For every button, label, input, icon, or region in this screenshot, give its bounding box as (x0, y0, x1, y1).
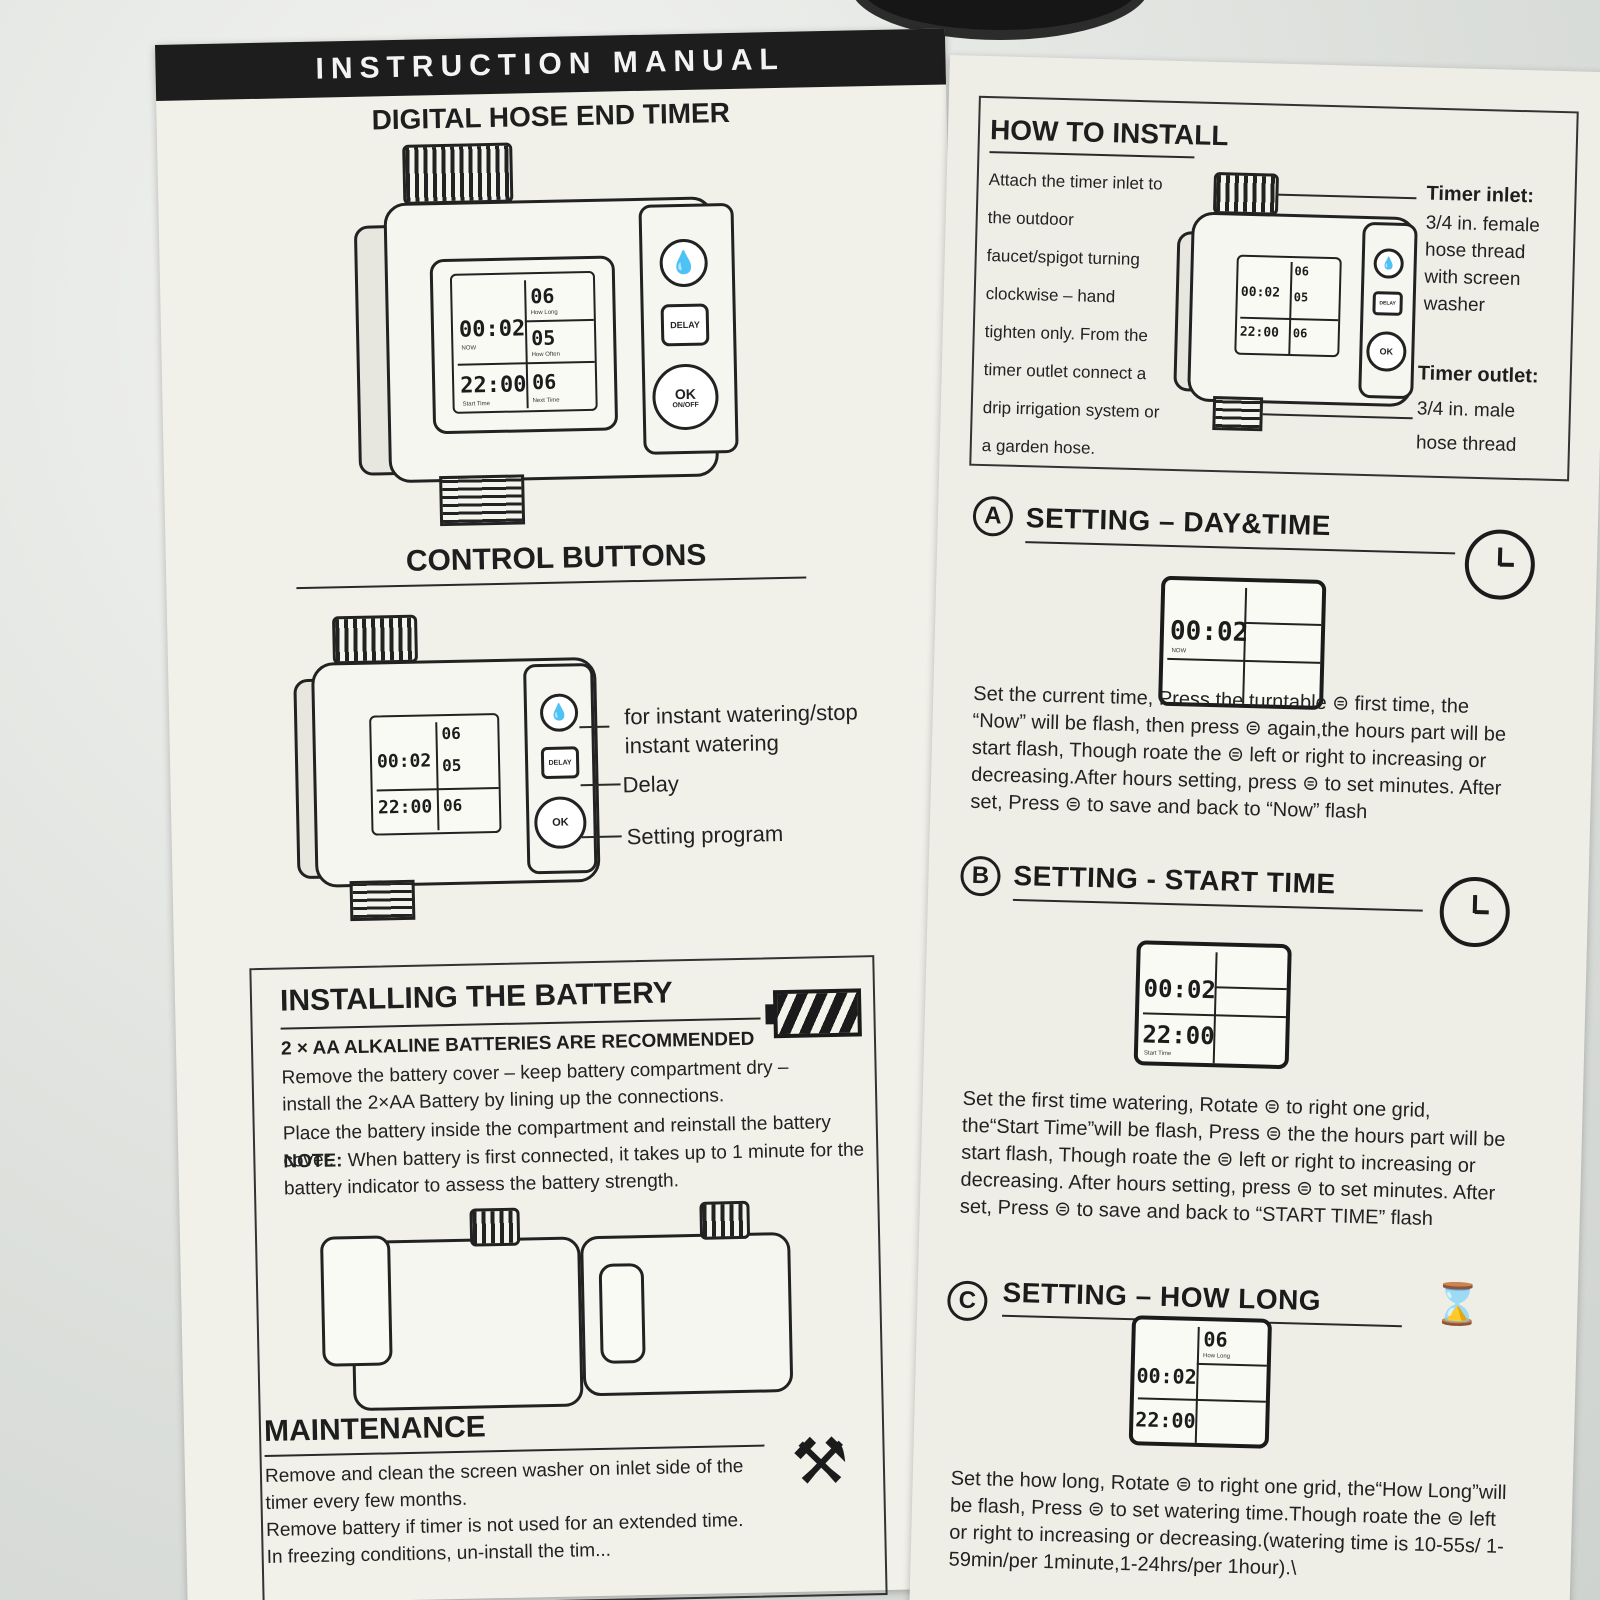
lcd-how-often-label: How Often (531, 351, 560, 359)
water-drop-icon: 💧 (548, 704, 570, 722)
tools-icon: ⚒ (790, 1424, 850, 1498)
lcd-start-time: 22:00 (377, 796, 433, 819)
alarm-clock-icon (1438, 876, 1511, 948)
battery-note-label: NOTE: (283, 1150, 343, 1173)
section-b-title: SETTING - START TIME (1013, 859, 1336, 900)
timer-lcd-install: 00:02 22:00 06 05 06 (1234, 254, 1342, 358)
caption-delay: Delay (622, 771, 680, 798)
timer-outlet-label: Timer outlet: (1417, 362, 1539, 388)
timer-outlet (439, 474, 526, 527)
ok-label: OK (674, 385, 697, 402)
install-text: Attach the timer inlet to the outdoor fa… (981, 170, 1163, 458)
section-c-text: Set the how long, Rotate ⊜ to right one … (948, 1467, 1507, 1580)
lcd-start-time: 22:00 (459, 372, 527, 399)
timer-outlet-text: 3/4 in. male hose thread (1415, 398, 1517, 456)
timer-lcd: 00:02 NOW 22:00 Start Time 06 How Long 0… (449, 270, 598, 414)
lcd-how-long-label: How Long (530, 309, 558, 317)
lcd-now-time: 00:02 (458, 316, 526, 343)
timer-illustration-main: 00:02 NOW 22:00 Start Time 06 How Long 0… (352, 138, 750, 536)
timer-outlet (349, 879, 416, 922)
timer-illustration-install: 00:02 22:00 06 05 06 💧 DELAY OK (1172, 171, 1419, 437)
manual-left-page: INSTRUCTION MANUAL DIGITAL HOSE END TIME… (155, 28, 978, 1600)
lcd-next-time: 06 (531, 369, 557, 395)
lcd-now-time: 00:02 (376, 750, 432, 773)
section-c-screen-time: 00:02 (1136, 1363, 1198, 1389)
timer-illustration-controls: 00:02 22:00 06 05 06 💧 DELAY OK (292, 611, 601, 927)
timer-inlet-cap (402, 142, 514, 205)
lcd-now-label: NOW (461, 345, 477, 352)
section-c-badge: C (946, 1280, 988, 1322)
lcd-next-time: 06 (442, 795, 463, 816)
lcd-next-time-label: Next Time (532, 397, 560, 405)
control-buttons-rule (296, 576, 807, 590)
section-a-title: SETTING – DAY&TIME (1025, 502, 1332, 542)
lcd-how-long: 06 (530, 283, 555, 309)
control-buttons-title: CONTROL BUTTONS (405, 538, 707, 578)
clock-icon (1463, 528, 1536, 601)
delay-button[interactable]: DELAY (660, 303, 710, 347)
lcd-how-often: 05 (530, 325, 556, 351)
section-c-title: SETTING – HOW LONG (1002, 1276, 1322, 1317)
product-title: DIGITAL HOSE END TIMER (371, 96, 731, 136)
delay-button[interactable]: DELAY (540, 746, 580, 780)
lcd-start-label: Start Time (462, 401, 490, 408)
timer-lcd-small: 00:02 22:00 06 05 06 (369, 712, 502, 836)
section-a-badge: A (972, 495, 1014, 537)
section-b-screen-start: 22:00 (1142, 1020, 1216, 1051)
battery-note-text: When battery is first connected, it take… (283, 1139, 865, 1200)
battery-icon (772, 988, 862, 1039)
section-c-screen: 06 How Long 00:02 22:00 (1128, 1315, 1273, 1449)
water-drop-icon: 💧 (1381, 256, 1397, 271)
lcd-how-long: 06 (441, 723, 461, 744)
timer-inlet-text: 3/4 in. female hose thread with screen w… (1423, 212, 1541, 317)
timer-inlet-label: Timer inlet: (1426, 182, 1535, 208)
battery-cover-removed (319, 1235, 393, 1367)
timer-inlet-cap (332, 614, 418, 665)
section-b-screen: 00:02 22:00 Start Time (1133, 940, 1292, 1070)
section-b-badge: B (960, 855, 1002, 897)
section-c-screen-how-long: 06 (1203, 1327, 1228, 1352)
delay-button[interactable]: DELAY (1372, 291, 1403, 316)
section-a-text: Set the current time, Press the turntabl… (970, 682, 1507, 824)
section-a-screen-time: 00:02 (1169, 615, 1249, 649)
caption-setting-program: Setting program (626, 821, 784, 850)
caption-instant-watering: for instant watering/stop instant wateri… (623, 699, 858, 759)
onoff-label: ON/OFF (672, 401, 699, 409)
manual-right-page: HOW TO INSTALL Attach the timer inlet to… (909, 55, 1600, 1600)
maintenance-title: MAINTENANCE (263, 1410, 487, 1449)
lcd-how-often: 05 (441, 755, 462, 776)
section-c-screen-start: 22:00 (1135, 1407, 1196, 1433)
water-drop-icon: 💧 (669, 249, 698, 276)
hourglass-icon: ⌛ (1431, 1281, 1483, 1327)
section-b-screen-time: 00:02 (1143, 974, 1217, 1005)
install-title: HOW TO INSTALL (989, 114, 1229, 152)
section-b-text: Set the first time watering, Rotate ⊜ to… (959, 1087, 1506, 1231)
